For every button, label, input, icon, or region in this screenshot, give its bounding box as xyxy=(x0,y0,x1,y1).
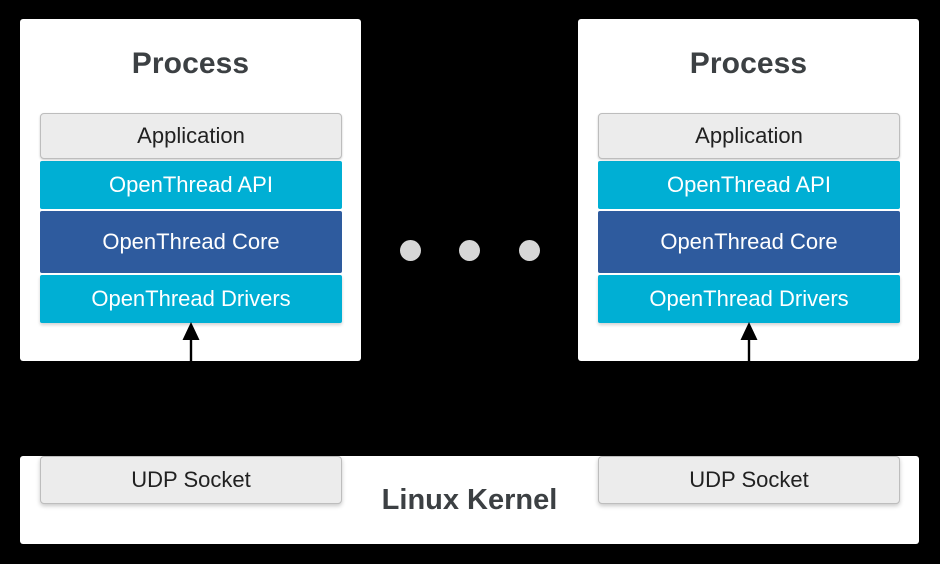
layer-stack-left: Application OpenThread API OpenThread Co… xyxy=(40,113,342,323)
process-card-right[interactable]: Process Application OpenThread API OpenT… xyxy=(578,19,919,365)
layer-openthread-core[interactable]: OpenThread Core xyxy=(40,211,342,273)
ellipsis-dot-icon xyxy=(459,240,480,261)
ellipsis-dots xyxy=(400,240,540,261)
udp-socket-box-right[interactable]: UDP Socket xyxy=(598,456,900,504)
kernel-label: Linux Kernel xyxy=(381,483,558,516)
arrow-up-icon xyxy=(180,321,202,365)
linux-kernel-panel[interactable]: Linux Kernel UDP Socket UDP Socket xyxy=(20,456,919,544)
layer-openthread-api[interactable]: OpenThread API xyxy=(598,161,900,209)
process-card-left[interactable]: Process Application OpenThread API OpenT… xyxy=(20,19,361,365)
ellipsis-dot-icon xyxy=(400,240,421,261)
udp-socket-box-left[interactable]: UDP Socket xyxy=(40,456,342,504)
layer-stack-right: Application OpenThread API OpenThread Co… xyxy=(598,113,900,323)
arrow-up-icon xyxy=(738,321,760,365)
ellipsis-dot-icon xyxy=(519,240,540,261)
process-title: Process xyxy=(689,47,808,80)
layer-application[interactable]: Application xyxy=(598,113,900,159)
layer-openthread-drivers[interactable]: OpenThread Drivers xyxy=(40,275,342,323)
layer-openthread-core[interactable]: OpenThread Core xyxy=(598,211,900,273)
process-title: Process xyxy=(131,47,250,80)
layer-openthread-drivers[interactable]: OpenThread Drivers xyxy=(598,275,900,323)
layer-application[interactable]: Application xyxy=(40,113,342,159)
layer-openthread-api[interactable]: OpenThread API xyxy=(40,161,342,209)
